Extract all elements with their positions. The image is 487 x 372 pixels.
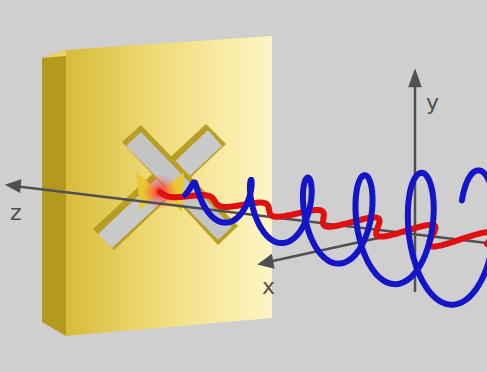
axis-label: y bbox=[426, 92, 439, 114]
helical-wave bbox=[185, 170, 487, 304]
axis-label: z bbox=[10, 202, 22, 224]
x-aperture bbox=[93, 124, 238, 250]
electric-field-wave bbox=[160, 192, 487, 247]
plate-face bbox=[66, 36, 272, 336]
axis-label: x bbox=[262, 276, 275, 298]
